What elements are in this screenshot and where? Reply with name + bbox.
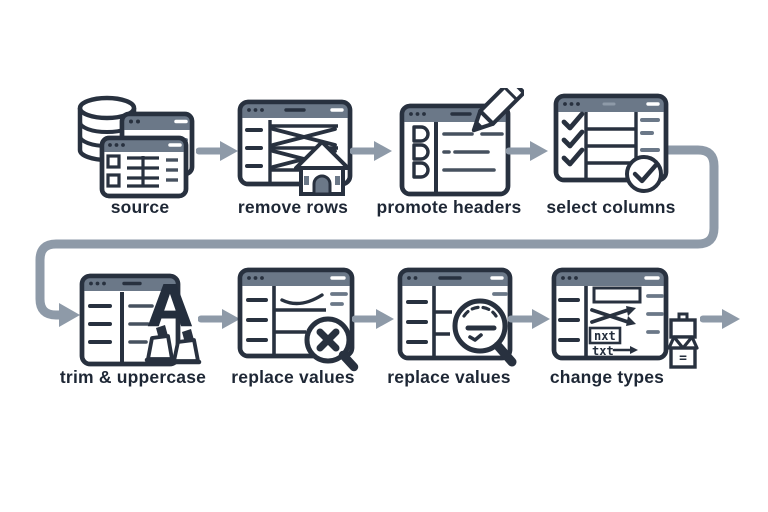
step-label-source: source	[110, 197, 170, 217]
equals-sign-text: =	[679, 351, 687, 366]
step-label-replace-values-1: replace values	[231, 367, 355, 387]
step-label-promote-headers: promote headers	[376, 197, 522, 217]
arrow-right-icon	[700, 309, 740, 329]
step-label-trim-uppercase: trim & uppercase	[59, 367, 207, 387]
arrow-right-icon	[506, 141, 548, 161]
replace-values-x-icon	[236, 266, 360, 378]
arrow-right-icon	[352, 309, 394, 329]
type-sample-2-text: txt	[592, 344, 614, 358]
type-sample-1-text: nxt	[594, 329, 616, 343]
step-label-select-columns: select columns	[546, 197, 676, 217]
promote-headers-icon	[396, 88, 524, 202]
remove-rows-icon	[234, 98, 356, 198]
arrow-right-icon	[350, 141, 392, 161]
arrow-right-icon	[198, 309, 240, 329]
arrow-right-icon	[196, 141, 238, 161]
replace-values-find-icon	[396, 266, 520, 378]
arrow-right-icon	[508, 309, 550, 329]
step-label-remove-rows: remove rows	[237, 197, 349, 217]
uppercase-a-glyph: A	[148, 272, 193, 340]
database-source-icon	[72, 90, 198, 202]
step-label-change-types: change types	[549, 367, 665, 387]
change-types-icon: nxt txt =	[550, 266, 700, 378]
step-label-replace-values-2: replace values	[387, 367, 511, 387]
pencil-icon	[471, 88, 524, 133]
select-columns-icon	[552, 92, 670, 198]
trim-uppercase-icon: A	[78, 266, 204, 376]
